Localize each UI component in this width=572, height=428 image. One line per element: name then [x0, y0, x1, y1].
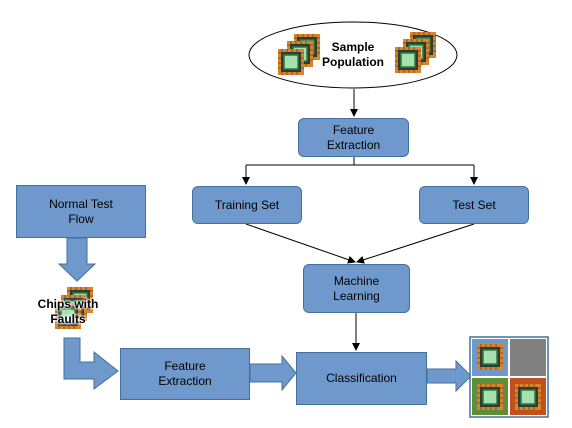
feature-extraction-bottom-box: Feature Extraction	[120, 348, 250, 400]
feature-extraction-top-box: Feature Extraction	[298, 118, 409, 157]
classification-result-grid	[469, 336, 549, 418]
machine-learning-box: Machine Learning	[303, 264, 410, 313]
down-block-arrow	[57, 237, 97, 282]
test-set-box: Test Set	[419, 186, 529, 224]
normal-test-flow-box: Normal Test Flow	[16, 185, 146, 238]
bent-block-arrow	[63, 337, 119, 390]
classification-box: Classification	[296, 352, 427, 405]
right-block-arrow-1	[249, 354, 297, 392]
sample-population-label: Sample Population	[322, 40, 384, 69]
right-block-arrow-2	[426, 359, 472, 393]
chips-with-faults-label: Chips with Faults	[37, 297, 99, 326]
training-set-box: Training Set	[192, 186, 302, 224]
